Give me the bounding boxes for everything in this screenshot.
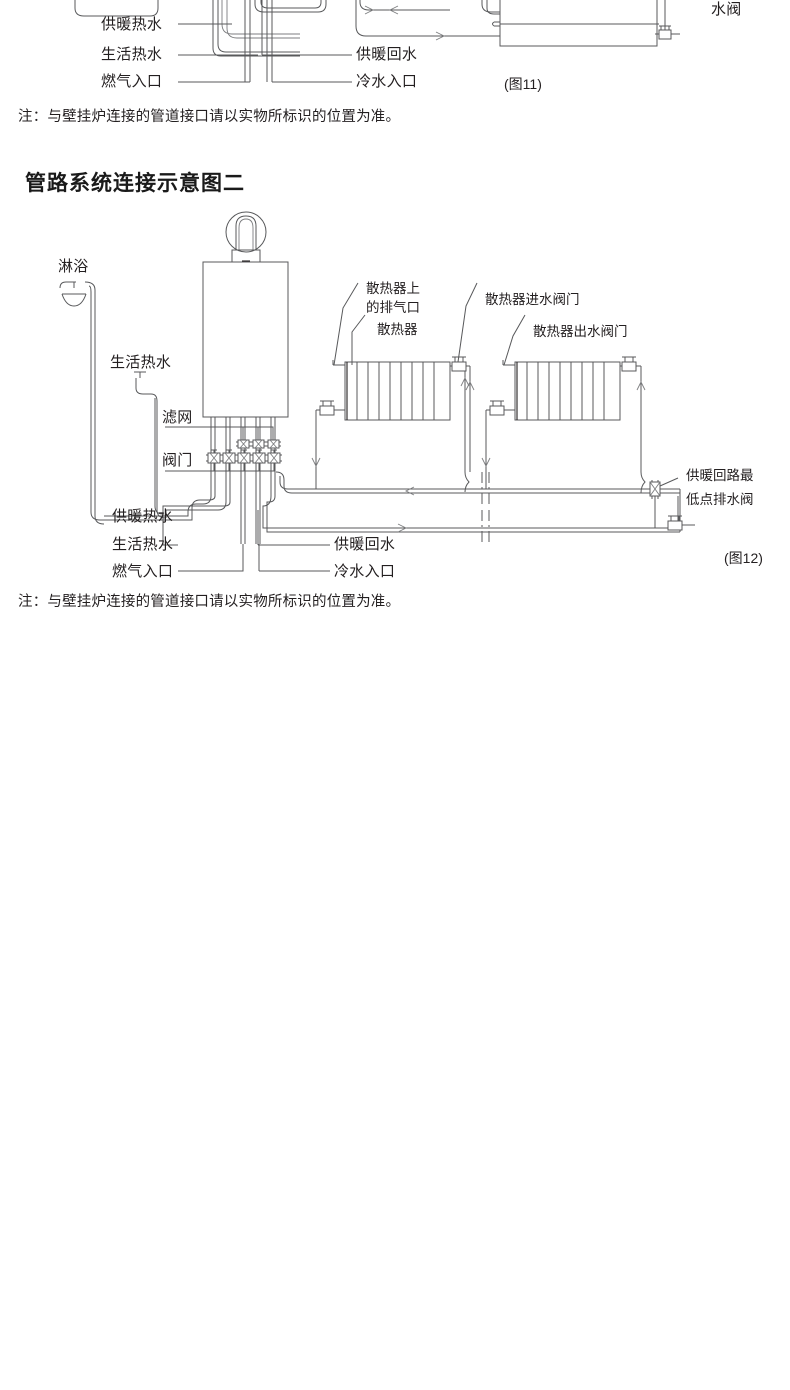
radiator-1-inlet-valve (450, 356, 470, 372)
dhw-tap-icon (134, 371, 151, 395)
figure-12-drawing (59, 211, 695, 572)
flue-outlet-icon (225, 211, 267, 263)
label-water-valve-fig11: 水阀 (711, 1, 742, 18)
radiator-1-outlet-valve (316, 400, 345, 416)
shower-icon (59, 281, 87, 307)
heating-loop-drain-valve (649, 480, 661, 499)
label-lowest-drain-line2: 低点排水阀 (686, 492, 754, 507)
figure-11-drawing (74, 0, 680, 83)
boiler-body (202, 261, 289, 418)
label-cold-water-inlet-fig12: 冷水入口 (334, 563, 396, 580)
label-radiator-outlet-valve: 散热器出水阀门 (533, 324, 628, 339)
label-heating-hot-water-fig12: 供暖热水 (112, 508, 174, 525)
figure-12-caption: (图12) (724, 550, 763, 566)
figure-11-caption: (图11) (504, 76, 542, 92)
figure-11-note: 注：与壁挂炉连接的管道接口请以实物所标识的位置为准。 (18, 109, 401, 125)
label-cold-water-inlet-fig11: 冷水入口 (356, 73, 418, 90)
label-domestic-hot-water-fig11: 生活热水 (101, 46, 163, 63)
flow-arrow-left-supply (404, 486, 415, 496)
label-shower: 淋浴 (58, 258, 89, 275)
radiator-2 (514, 361, 621, 421)
label-heating-return-water-fig11: 供暖回水 (356, 46, 418, 63)
flow-arrow-right-return (397, 523, 408, 533)
label-valve: 阀门 (162, 452, 193, 469)
label-gas-inlet-fig12: 燃气入口 (112, 563, 174, 580)
label-radiator-air-vent-line2: 的排气口 (366, 300, 420, 315)
label-radiator-air-vent-line1: 散热器上 (366, 281, 420, 296)
filter-screen-symbols (236, 439, 281, 449)
bottom-drain-valve (667, 515, 695, 531)
water-valve-symbol-fig11 (655, 25, 680, 40)
pipe-break-symbol (481, 472, 490, 546)
label-gas-inlet-fig11: 燃气入口 (101, 73, 163, 90)
label-domestic-hot-water-fig12: 生活热水 (110, 354, 172, 371)
radiator-2-inlet-valve (620, 356, 641, 372)
figure-12-note: 注：与壁挂炉连接的管道接口请以实物所标识的位置为准。 (18, 594, 401, 610)
radiator-1 (344, 361, 451, 421)
label-filter-screen: 滤网 (162, 409, 193, 426)
radiator-2-outlet-valve (486, 400, 515, 416)
label-radiator-inlet-valve: 散热器进水阀门 (485, 292, 580, 307)
label-lowest-drain-line1: 供暖回路最 (686, 468, 754, 483)
figure-12-title: 管路系统连接示意图二 (25, 172, 245, 195)
valve-symbols (206, 449, 282, 464)
label-heating-hot-water-fig11: 供暖热水 (101, 16, 163, 33)
label-dhw-bottom-fig12: 生活热水 (112, 536, 174, 553)
label-radiator: 散热器 (377, 322, 418, 337)
label-heating-return-water-fig12: 供暖回水 (334, 536, 396, 553)
